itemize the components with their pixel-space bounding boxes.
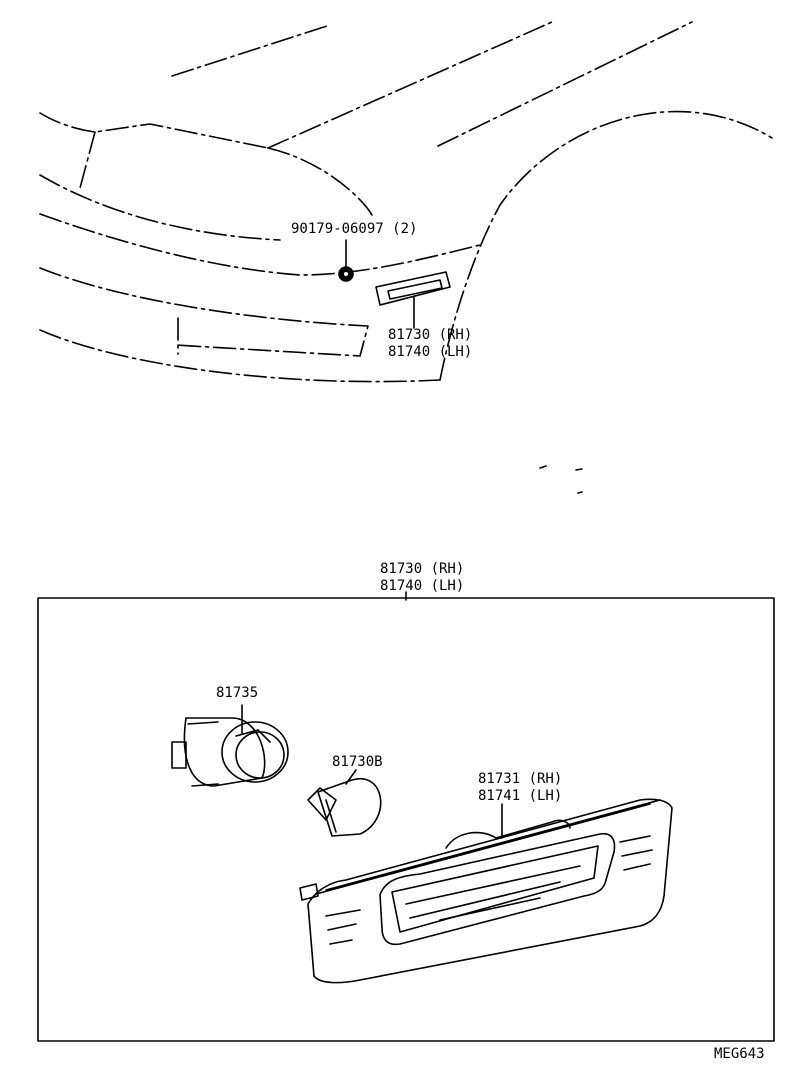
drawing-code: MEG643 bbox=[714, 1046, 765, 1062]
label-lamp-lh-top: 81740 (LH) bbox=[388, 344, 473, 360]
vehicle-body-outline bbox=[39, 21, 773, 383]
stray-marks bbox=[539, 465, 583, 494]
label-lamp-rh-box: 81730 (RH) bbox=[380, 561, 465, 577]
lens-part bbox=[299, 798, 673, 984]
label-clip: 90179-06097 (2) bbox=[291, 221, 418, 237]
label-lamp-lh-box: 81740 (LH) bbox=[380, 578, 465, 594]
exploded-view-frame bbox=[37, 597, 775, 1042]
installed-side-marker bbox=[375, 271, 451, 329]
bulb-part bbox=[307, 769, 382, 837]
label-lamp-rh-top: 81730 (RH) bbox=[388, 327, 473, 343]
label-socket: 81735 bbox=[216, 685, 259, 701]
label-bulb: 81730B bbox=[332, 754, 383, 770]
clip-part bbox=[338, 239, 354, 282]
label-lens-rh: 81731 (RH) bbox=[478, 771, 563, 787]
label-lens-lh: 81741 (LH) bbox=[478, 788, 563, 804]
socket-part bbox=[171, 704, 289, 787]
